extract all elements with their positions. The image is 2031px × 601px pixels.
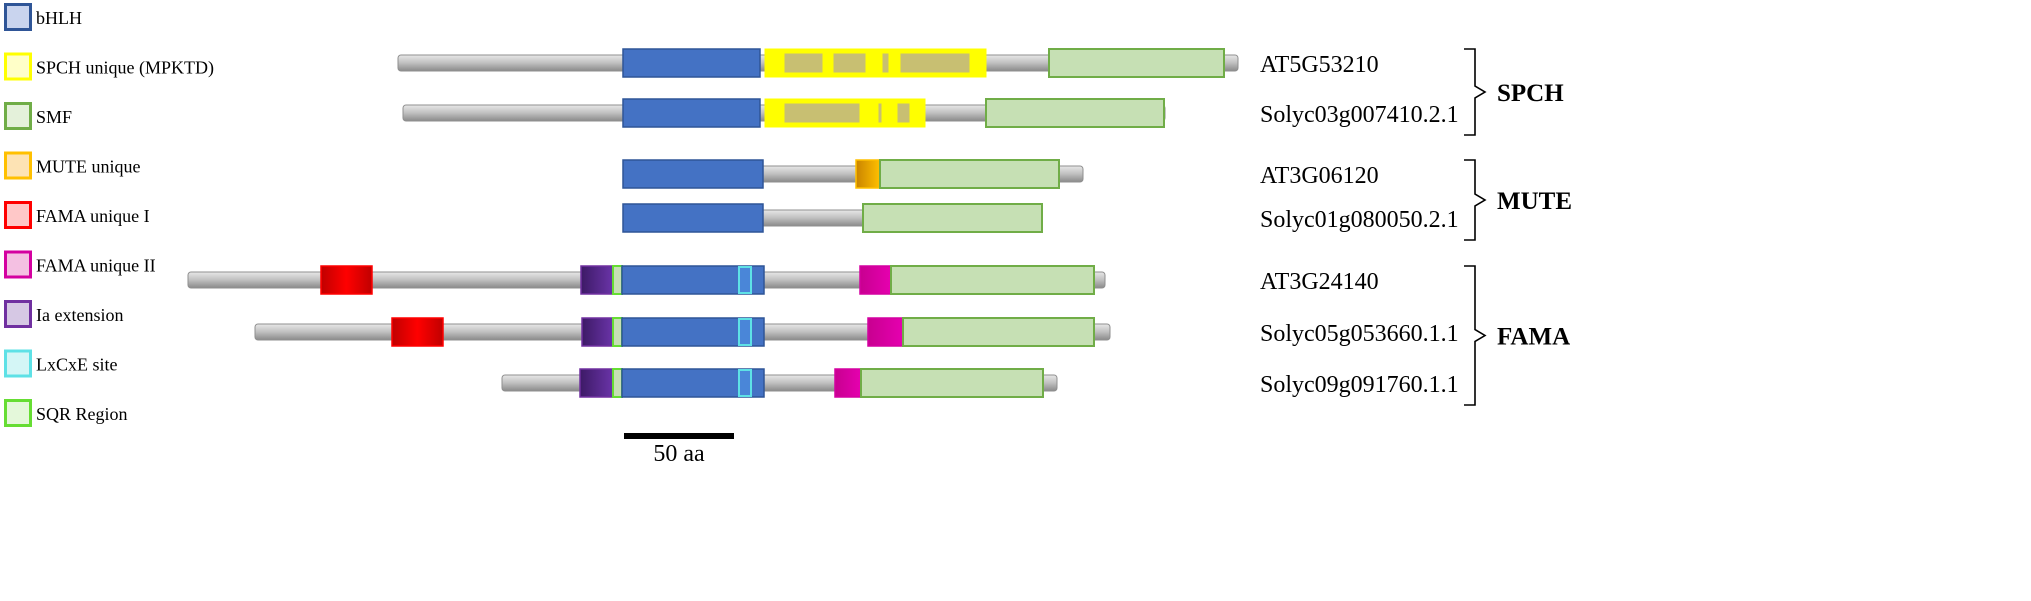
group-brackets: SPCH MUTE FAMA	[1464, 48, 1572, 406]
protein-track-Solyc09g091760.1.1	[501, 368, 1058, 398]
domain-spch_unique	[881, 98, 898, 128]
legend-swatch-sqr	[4, 399, 32, 427]
group-label: SPCH	[1497, 80, 1564, 107]
domain-lxcxe	[738, 318, 752, 346]
domain-spch_unique	[766, 98, 785, 128]
legend-swatch-mute_unique	[4, 151, 32, 180]
scale-bar-line	[624, 433, 734, 439]
domain-smf	[902, 317, 1095, 347]
legend-swatch-fama_unique_1	[4, 201, 32, 229]
domain-bhlh	[622, 203, 764, 233]
legend-label-ia_extension: Ia extension	[36, 305, 123, 325]
protein-track-Solyc01g080050.2.1	[622, 203, 1043, 233]
domain-spch_unique	[865, 48, 883, 78]
domain-sqr	[612, 265, 623, 295]
protein-track-Solyc05g053660.1.1	[254, 317, 1111, 347]
gene-id-label: Solyc09g091760.1.1	[1260, 372, 1459, 398]
domain-bhlh	[622, 159, 764, 189]
domain-ia_extension	[581, 317, 614, 347]
domain-fama_unique_1	[320, 265, 373, 295]
legend-swatch-ia_extension	[4, 300, 32, 328]
domain-ia_extension	[579, 368, 614, 398]
domain-mute_unique	[855, 159, 881, 189]
domain-fama_unique_1	[391, 317, 444, 347]
legend-label-bhlh: bHLH	[36, 8, 82, 28]
protein-track-Solyc03g007410.2.1	[402, 98, 1166, 128]
protein-tracks	[187, 48, 1239, 398]
domain-fama_unique_2	[834, 368, 862, 398]
domain-spch_unique	[764, 98, 926, 128]
domain-smf	[860, 368, 1044, 398]
legend-label-fama_unique_2: FAMA unique II	[36, 256, 156, 276]
domain-lxcxe	[738, 369, 752, 397]
protein-track-AT3G06120	[622, 159, 1084, 189]
protein-track-AT3G24140	[187, 265, 1106, 295]
legend: bHLH SPCH unique (MPKTD) SMF MUTE uniqueFAM…	[4, 3, 214, 427]
bracket-line	[1464, 265, 1487, 406]
legend-swatch-spch_unique	[4, 52, 32, 81]
domain-smf	[879, 159, 1060, 189]
legend-swatch-smf	[4, 102, 32, 130]
domain-lxcxe	[738, 266, 752, 294]
domain-spch_unique	[909, 98, 924, 128]
gene-id-labels: AT5G53210Solyc03g007410.2.1AT3G06120Soly…	[1260, 52, 1459, 398]
domain-ia_extension	[580, 265, 614, 295]
legend-label-lxcxe: LxCxE site	[36, 355, 118, 375]
legend-label-mute_unique: MUTE unique	[36, 157, 140, 177]
legend-label-fama_unique_1: FAMA unique I	[36, 206, 150, 226]
domain-spch_unique	[969, 48, 985, 78]
legend-swatch-bhlh	[4, 3, 32, 31]
domain-sqr	[612, 317, 623, 347]
gene-id-label: AT3G06120	[1260, 163, 1379, 189]
group-bracket-spch: SPCH	[1464, 48, 1564, 136]
legend-label-spch_unique: SPCH unique (MPKTD)	[36, 58, 214, 79]
domain-spch_unique	[859, 98, 879, 128]
domain-fama_unique_2	[867, 317, 904, 347]
domain-spch_unique	[888, 48, 901, 78]
gene-id-label: Solyc03g007410.2.1	[1260, 102, 1459, 128]
group-label: MUTE	[1497, 188, 1572, 215]
scale-bar-label: 50 aa	[653, 441, 705, 467]
bracket-line	[1464, 48, 1487, 136]
domain-bhlh	[622, 48, 761, 78]
group-label: FAMA	[1497, 324, 1570, 351]
domain-spch_unique	[822, 48, 834, 78]
protein-track-AT5G53210	[397, 48, 1239, 78]
bracket-line	[1464, 159, 1487, 241]
legend-swatch-fama_unique_2	[4, 250, 32, 279]
group-bracket-fama: FAMA	[1464, 265, 1570, 406]
domain-smf	[862, 203, 1043, 233]
domain-fama_unique_2	[859, 265, 892, 295]
domain-smf	[1048, 48, 1225, 78]
gene-id-label: AT5G53210	[1260, 52, 1379, 78]
gene-id-label: Solyc05g053660.1.1	[1260, 321, 1459, 347]
domain-sqr	[612, 368, 623, 398]
domain-bhlh	[622, 98, 761, 128]
legend-swatch-lxcxe	[4, 349, 32, 378]
legend-label-smf: SMF	[36, 107, 72, 127]
domain-spch_unique	[766, 48, 785, 78]
gene-id-label: AT3G24140	[1260, 269, 1379, 295]
domain-smf	[890, 265, 1095, 295]
scale-bar: 50 aa	[624, 433, 734, 467]
gene-id-label: Solyc01g080050.2.1	[1260, 207, 1459, 233]
legend-label-sqr: SQR Region	[36, 404, 128, 424]
domain-smf	[985, 98, 1165, 128]
group-bracket-mute: MUTE	[1464, 159, 1572, 241]
